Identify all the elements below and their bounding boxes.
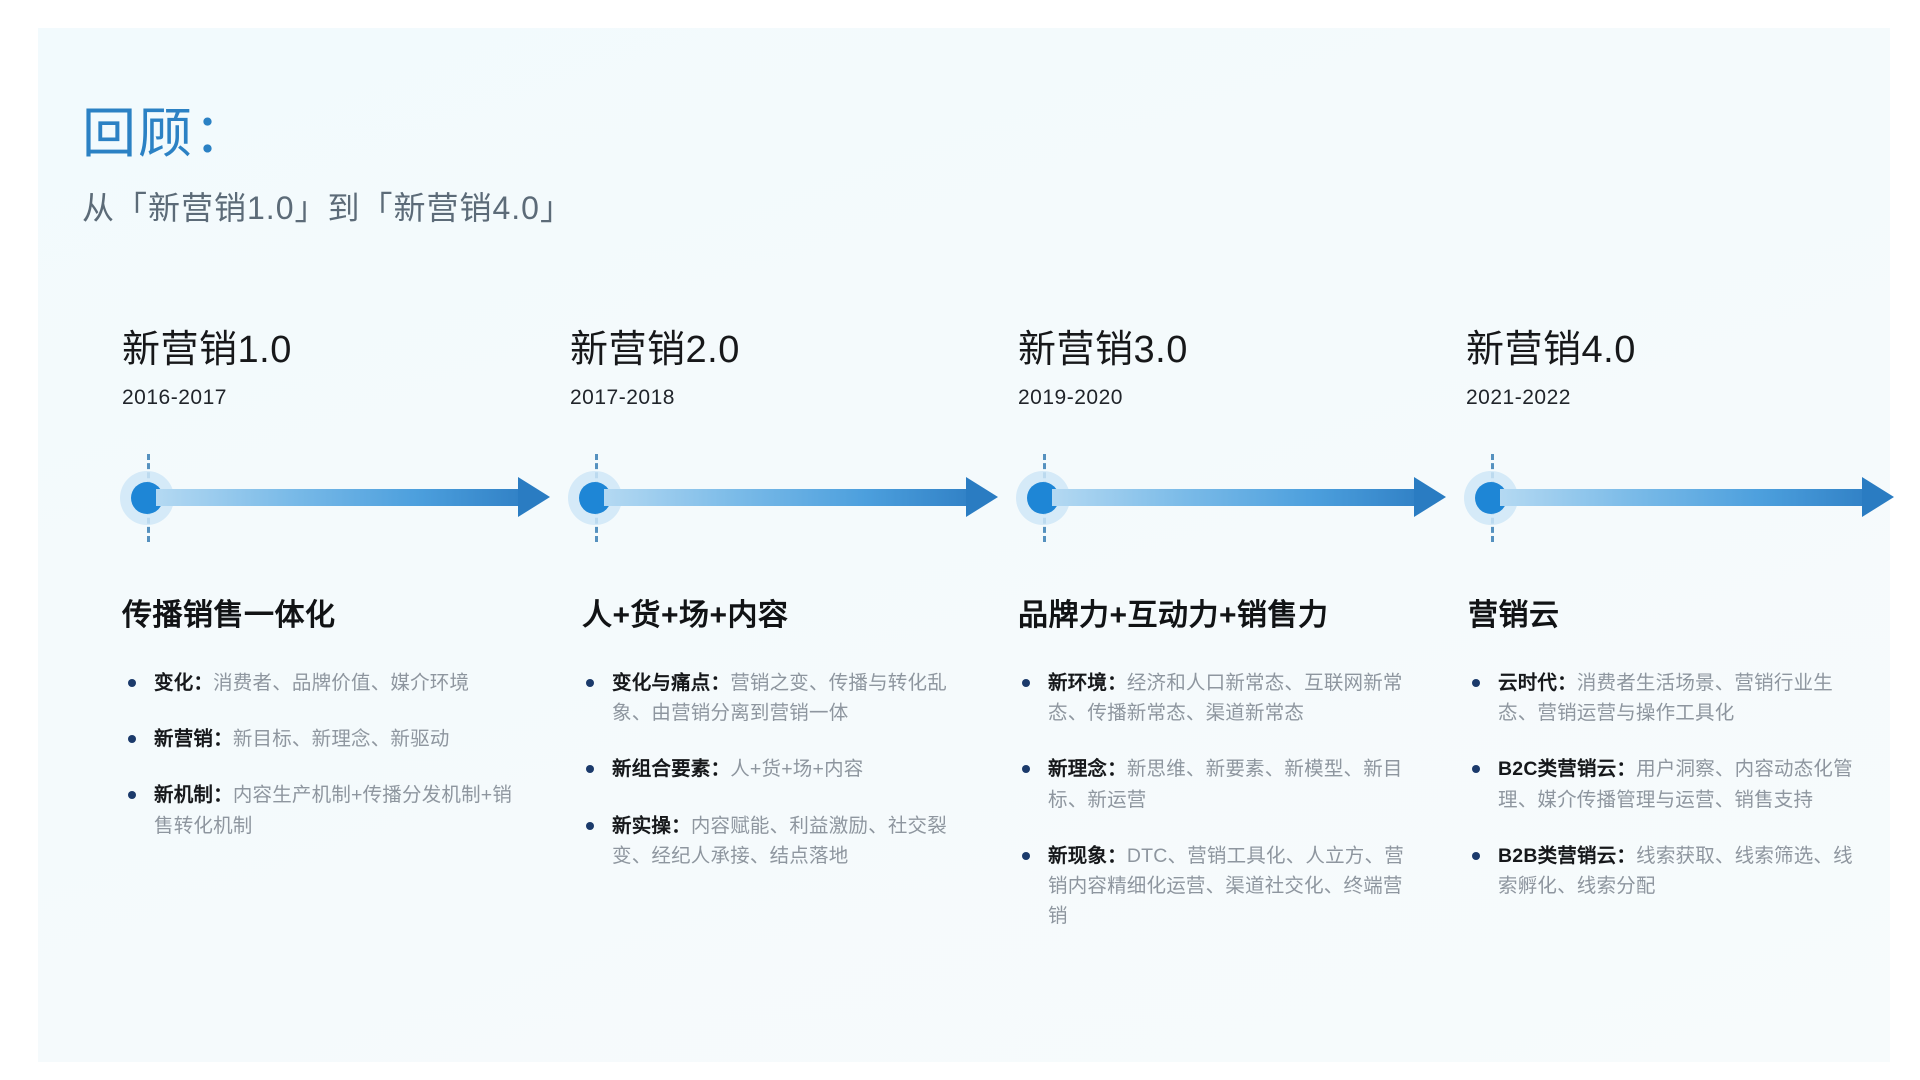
arrow-shaft xyxy=(1052,489,1426,506)
era-years: 2017-2018 xyxy=(570,385,675,409)
era-title: 新营销4.0 xyxy=(1466,329,1636,371)
bullet-lead: 新环境： xyxy=(1048,672,1127,694)
bullet-text: 线索获取、线索筛选、线索孵化、线索分配 xyxy=(1498,844,1853,898)
bullet-lead: 新理念： xyxy=(1048,758,1127,781)
bullet-list: 变化：消费者、品牌价值、媒介环境新营销：新目标、新理念、新驱动新机制：内容生产机… xyxy=(124,668,524,867)
bullet-lead: B2C类营销云： xyxy=(1498,758,1637,781)
timeline-column-4: 新营销4.0 2021-2022 营销云云时代：消费者生活场景、营销行业生态、营销运… xyxy=(1444,328,1894,897)
timeline-column-3: 新营销3.0 2019-2020 品牌力+互动力+销售力新环境：经济和人口新常态、互… xyxy=(996,328,1446,927)
era-title: 新营销3.0 xyxy=(1018,329,1188,371)
list-item: B2B类营销云：线索获取、线索筛选、线索孵化、线索分配 xyxy=(1468,841,1868,901)
bullet-text: 消费者、品牌价值、媒介环境 xyxy=(213,672,470,694)
timeline-track xyxy=(996,454,1446,544)
list-item: 新实操：内容赋能、利益激励、社交裂变、经纪人承接、结点落地 xyxy=(582,811,982,871)
list-item: 新营销：新目标、新理念、新驱动 xyxy=(124,724,524,754)
bullet-text: 用户洞察、内容动态化管理、媒介传播管理与运营、销售支持 xyxy=(1498,758,1853,811)
bullet-lead: 新现象： xyxy=(1048,844,1127,867)
arrow-head-icon xyxy=(1414,477,1446,517)
phase-heading: 品牌力+互动力+销售力 xyxy=(1018,599,1329,632)
page-title: 回顾： xyxy=(82,104,250,164)
bullet-lead: 新组合要素： xyxy=(612,758,731,781)
phase-heading: 营销云 xyxy=(1468,599,1560,632)
phase-heading: 传播销售一体化 xyxy=(122,599,336,632)
arrow-shaft xyxy=(156,489,530,506)
arrow-shaft xyxy=(604,489,978,506)
bullet-lead: 变化： xyxy=(154,672,214,694)
timeline-track xyxy=(548,454,998,544)
bullet-lead: 变化与痛点： xyxy=(612,672,731,694)
bullet-text: 营销之变、传播与转化乱象、由营销分离到营销一体 xyxy=(612,672,947,725)
bullet-text: 内容生产机制+传播分发机制+销售转化机制 xyxy=(154,784,513,837)
bullet-text: 新思维、新要素、新模型、新目标、新运营 xyxy=(1048,758,1403,811)
list-item: 新环境：经济和人口新常态、互联网新常态、传播新常态、渠道新常态 xyxy=(1018,668,1418,728)
bullet-text: DTC、营销工具化、人立方、营销内容精细化运营、渠道社交化、终端营销 xyxy=(1048,844,1404,928)
list-item: 新现象：DTC、营销工具化、人立方、营销内容精细化运营、渠道社交化、终端营销 xyxy=(1018,841,1418,932)
bullet-text: 内容赋能、利益激励、社交裂变、经纪人承接、结点落地 xyxy=(612,814,947,867)
era-title: 新营销2.0 xyxy=(570,329,740,371)
page-subtitle: 从「新营销1.0」到「新营销4.0」 xyxy=(82,190,573,227)
bullet-lead: B2B类营销云： xyxy=(1498,844,1637,867)
bullet-list: 云时代：消费者生活场景、营销行业生态、营销运营与操作工具化 B2C类营销云：用户洞… xyxy=(1468,668,1868,927)
list-item: 变化：消费者、品牌价值、媒介环境 xyxy=(124,668,524,698)
bullet-text: 人+货+场+内容 xyxy=(730,758,864,781)
list-item: 新组合要素：人+货+场+内容 xyxy=(582,754,982,784)
arrow-shaft xyxy=(1500,489,1874,506)
arrow-head-icon xyxy=(518,477,550,517)
bullet-list: 新环境：经济和人口新常态、互联网新常态、传播新常态、渠道新常态新理念：新思维、新… xyxy=(1018,668,1418,958)
arrow-head-icon xyxy=(1862,477,1894,517)
era-years: 2016-2017 xyxy=(122,385,227,409)
list-item: 新理念：新思维、新要素、新模型、新目标、新运营 xyxy=(1018,754,1418,814)
era-years: 2019-2020 xyxy=(1018,385,1123,409)
bullet-lead: 新机制： xyxy=(154,784,233,807)
list-item: B2C类营销云：用户洞察、内容动态化管理、媒介传播管理与运营、销售支持 xyxy=(1468,754,1868,814)
bullet-lead: 云时代： xyxy=(1498,672,1577,694)
bullet-text: 消费者生活场景、营销行业生态、营销运营与操作工具化 xyxy=(1498,672,1833,725)
bullet-text: 经济和人口新常态、互联网新常态、传播新常态、渠道新常态 xyxy=(1048,672,1403,725)
phase-heading: 人+货+场+内容 xyxy=(582,599,789,632)
arrow-head-icon xyxy=(966,477,998,517)
era-years: 2021-2022 xyxy=(1466,385,1571,409)
slide-canvas: 回顾： 从「新营销1.0」到「新营销4.0」 新营销1.0 2016-2017 传播… xyxy=(38,28,1894,1062)
list-item: 变化与痛点：营销之变、传播与转化乱象、由营销分离到营销一体 xyxy=(582,668,982,728)
list-item: 新机制：内容生产机制+传播分发机制+销售转化机制 xyxy=(124,780,524,840)
timeline-track xyxy=(100,454,550,544)
bullet-lead: 新营销： xyxy=(154,728,233,751)
timeline-track xyxy=(1444,454,1894,544)
bullet-text: 新目标、新理念、新驱动 xyxy=(232,728,450,751)
bullet-lead: 新实操： xyxy=(612,814,691,837)
list-item: 云时代：消费者生活场景、营销行业生态、营销运营与操作工具化 xyxy=(1468,668,1868,728)
bullet-list: 变化与痛点：营销之变、传播与转化乱象、由营销分离到营销一体新组合要素：人+货+场… xyxy=(582,668,982,897)
slide-header: 回顾： 从「新营销1.0」到「新营销4.0」 xyxy=(82,103,573,229)
era-title: 新营销1.0 xyxy=(122,329,292,371)
